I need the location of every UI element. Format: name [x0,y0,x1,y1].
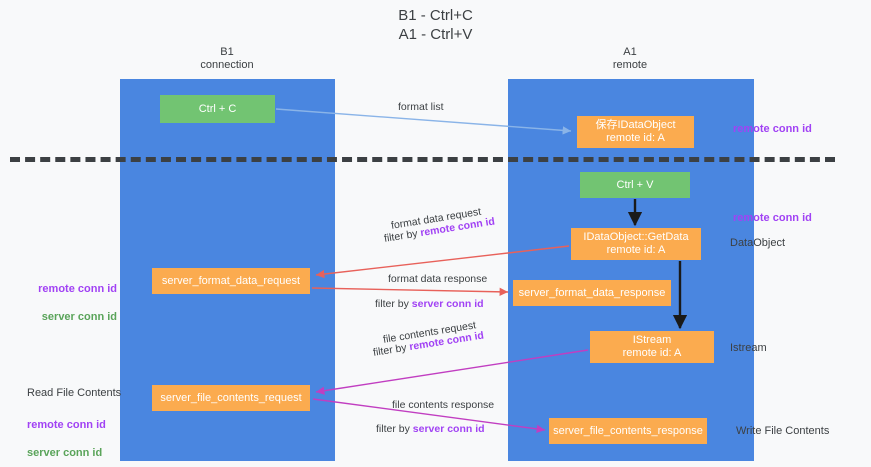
filter-prefix: filter by [372,341,411,359]
annotation-remote-conn-id-top: remote conn id [733,123,812,135]
box-server-file-contents-response[interactable]: server_file_contents_response [549,418,707,444]
edge-label-format-data-response: format data response [388,273,488,285]
annotation-server-conn-id: server conn id [27,447,103,459]
box-server-format-data-request[interactable]: server_format_data_request [152,268,310,294]
annotation-write-file-contents: Write File Contents [736,425,830,437]
annotation-istream: Istream [730,342,767,354]
annotation-server-conn-id: server conn id [41,311,117,323]
annotation-remote-conn-id: remote conn id [38,283,117,295]
edge-label-format-list: format list [398,101,444,113]
edge-label-file-contents-response-filter: filter by server conn id [376,422,485,436]
edge-label-format-data-response-filter: filter by server conn id [375,297,484,311]
edge-label-file-contents-response: file contents response [392,399,495,411]
filter-prefix: filter by [376,423,413,435]
box-server-file-contents-request[interactable]: server_file_contents_request [152,385,310,411]
box-idataobject-getdata[interactable]: IDataObject::GetData remote id: A [571,228,701,260]
filter-key-server-conn-id: server conn id [412,423,485,435]
annotation-remote-conn-id: remote conn id [27,419,106,431]
annotation-dataobject: DataObject [730,237,786,249]
filter-prefix: filter by [375,298,412,310]
section-divider-dashed [10,157,835,162]
box-server-format-data-response[interactable]: server_format_data_response [513,280,671,306]
box-save-idataobject[interactable]: 保存IDataObject remote id: A [577,116,694,148]
filter-key-server-conn-id: server conn id [411,298,484,310]
annotation-conn-ids-bottom: remote conn id server conn id [27,404,106,460]
column-header-b1: B1 connection [200,46,254,71]
annotation-read-file-contents: Read File Contents [27,387,122,399]
annotation-remote-conn-id-mid: remote conn id [733,212,812,224]
annotation-conn-ids-mid: remote conn id server conn id [22,268,117,324]
page-title: B1 - Ctrl+C A1 - Ctrl+V [398,7,473,43]
box-istream[interactable]: IStream remote id: A [590,331,714,363]
box-ctrl-v[interactable]: Ctrl + V [580,172,690,198]
box-ctrl-c[interactable]: Ctrl + C [160,95,275,123]
filter-prefix: filter by [383,227,422,245]
column-header-a1: A1 remote [612,46,648,71]
